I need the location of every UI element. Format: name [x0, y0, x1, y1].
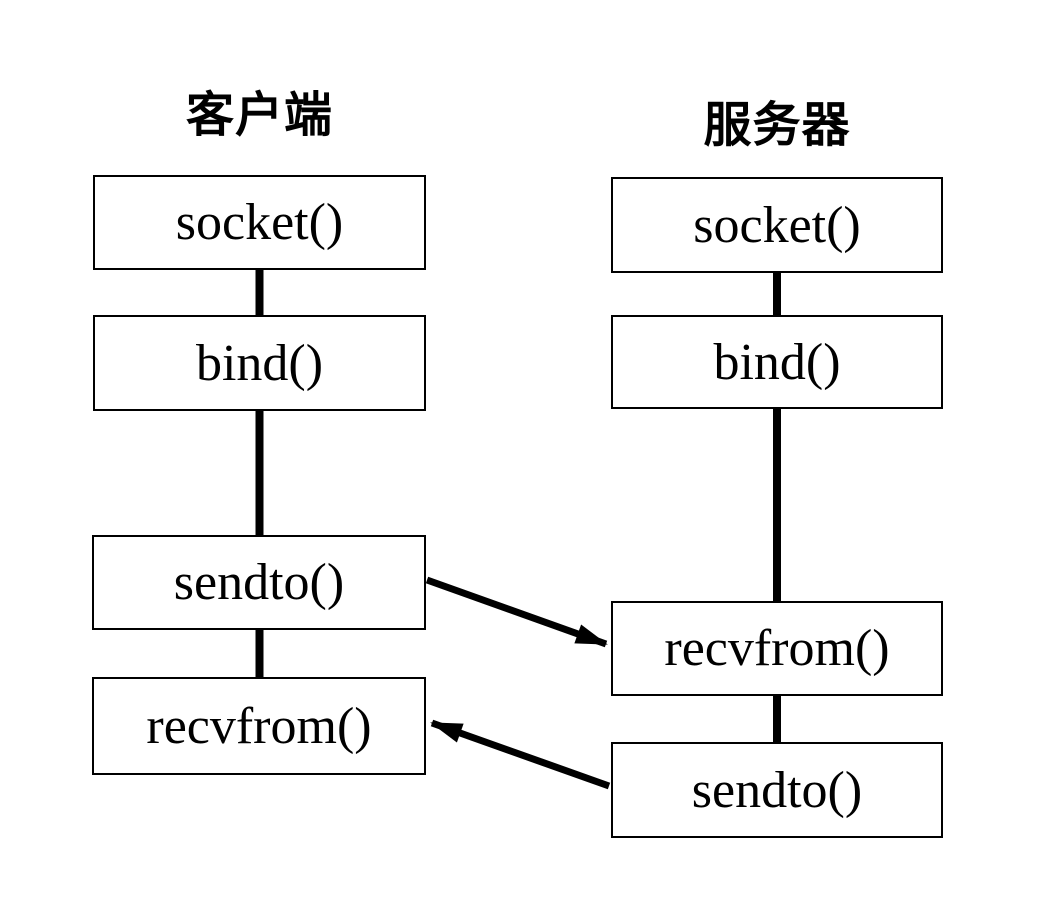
server-recvfrom-box: recvfrom(): [611, 601, 943, 696]
client-recvfrom-box: recvfrom(): [92, 677, 426, 775]
client-bind-box: bind(): [93, 315, 426, 411]
server-column-title: 服务器: [703, 99, 851, 152]
response-arrow: [430, 719, 611, 790]
client-sendto-box: sendto(): [92, 535, 426, 630]
request-arrow: [425, 576, 608, 648]
server-socket-box: socket(): [611, 177, 943, 273]
server-sendto-box: sendto(): [611, 742, 943, 838]
client-column-title: 客户端: [185, 89, 333, 142]
server-bind-box: bind(): [611, 315, 943, 409]
client-socket-box: socket(): [93, 175, 426, 270]
